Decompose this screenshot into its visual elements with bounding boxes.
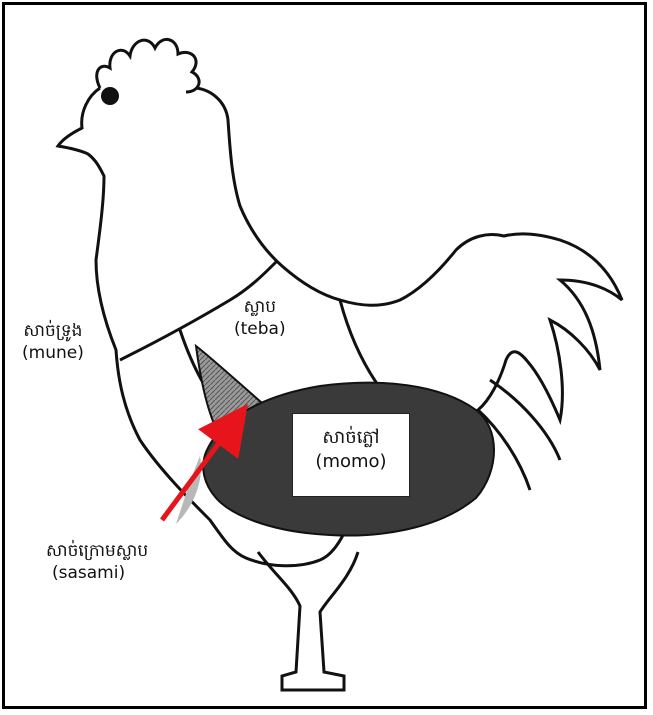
tail-feather	[490, 380, 560, 460]
label-momo-latin: (momo)	[293, 450, 409, 474]
label-momo-khmer: សាច់ភ្លៅ	[293, 426, 409, 450]
label-teba: ស្លាប (teba)	[234, 296, 286, 340]
label-mune: សាច់ទ្រូង (mune)	[22, 320, 84, 364]
label-sasami-khmer: សាច់ក្រោមស្លាប	[46, 540, 148, 562]
label-mune-khmer: សាច់ទ្រូង	[22, 320, 84, 342]
label-sasami: សាច់ក្រោមស្លាប (sasami)	[46, 540, 148, 584]
label-momo: សាច់ភ្លៅ (momo)	[292, 413, 410, 497]
label-sasami-latin: (sasami)	[46, 562, 148, 584]
comb-outline	[97, 39, 199, 92]
eye	[101, 87, 119, 105]
leg-outline	[258, 552, 358, 690]
label-teba-latin: (teba)	[234, 318, 286, 340]
label-teba-khmer: ស្លាប	[234, 296, 286, 318]
label-mune-latin: (mune)	[22, 342, 84, 364]
wing-divider	[340, 300, 380, 388]
